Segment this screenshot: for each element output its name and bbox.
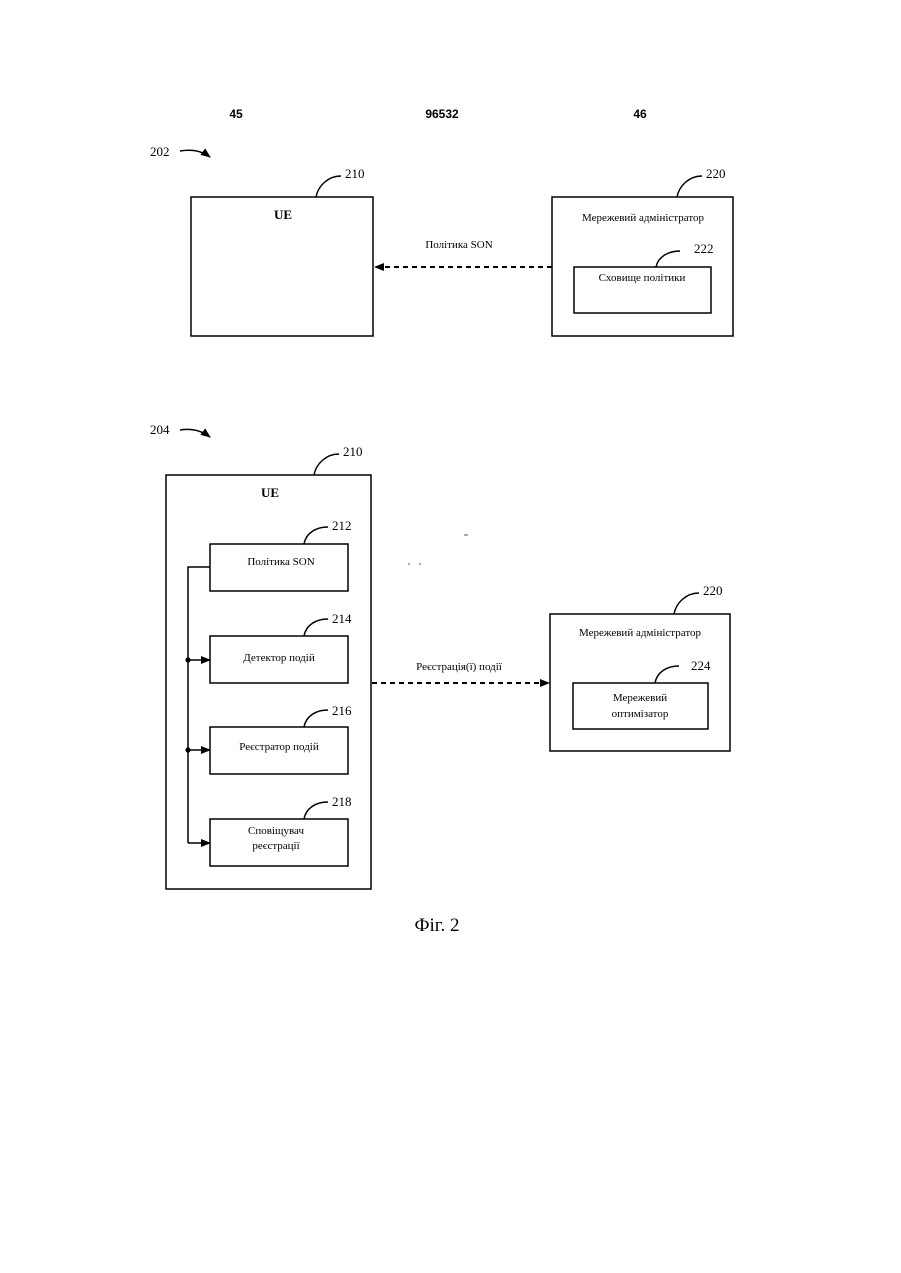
policy-store-ref-leader — [656, 251, 680, 267]
page-header: 45 96532 46 — [229, 107, 647, 121]
log-notifier-ref-leader — [304, 802, 328, 819]
bus-junction-dot — [185, 657, 190, 662]
event-detector-ref-leader — [304, 619, 328, 636]
event-logs-link-label: Реєстрація(ї) події — [416, 661, 503, 673]
bus-trunk — [188, 567, 210, 843]
internal-bus — [185, 567, 210, 843]
network-manager-ref-leader — [677, 176, 702, 197]
event-logger-ref-leader — [304, 710, 328, 727]
network-manager-ref-number: 220 — [703, 583, 723, 598]
ue-title: UE — [274, 207, 292, 222]
network-optimizer-box — [573, 683, 708, 729]
son-policy-ref-number: 212 — [332, 518, 352, 533]
header-page-right: 46 — [633, 107, 647, 121]
son-policy-link-label: Політика SON — [425, 239, 492, 251]
network-optimizer-ref-number: 224 — [691, 658, 711, 673]
ue-ref-leader — [314, 454, 339, 475]
event-detector-ref-number: 214 — [332, 611, 352, 626]
network-manager-ref-leader — [674, 593, 699, 614]
ue-ref-number: 210 — [345, 166, 365, 181]
policy-store-ref-number: 222 — [694, 241, 714, 256]
figure-202-id: 202 — [150, 144, 170, 159]
network-manager-ref-number: 220 — [706, 166, 726, 181]
ue-ref-number: 210 — [343, 444, 363, 459]
bus-junction-dot — [185, 747, 190, 752]
figure-204: 204 UE 210 Політика SON 212 Детектор под… — [150, 422, 730, 889]
event-detector-label: Детектор подій — [243, 652, 315, 664]
log-notifier-label-line1: Сповіщувач — [248, 825, 304, 837]
figure-204-pointer-arrow — [180, 429, 210, 437]
figure-204-id: 204 — [150, 422, 170, 437]
ue-title: UE — [261, 485, 279, 500]
event-logger-ref-number: 216 — [332, 703, 352, 718]
son-policy-ref-leader — [304, 527, 328, 544]
header-patent-number: 96532 — [425, 107, 459, 121]
network-optimizer-label-line2: оптимізатор — [612, 708, 669, 720]
figure-202-pointer-arrow — [180, 150, 210, 157]
network-optimizer-ref-leader — [655, 666, 679, 683]
log-notifier-label-line2: реєстрації — [252, 840, 300, 852]
policy-store-label: Сховище політики — [599, 272, 686, 284]
figure-202: 202 UE 210 Мережевий адміністратор 220 С… — [150, 144, 733, 336]
son-policy-label: Політика SON — [247, 556, 314, 568]
network-manager-title: Мережевий адміністратор — [579, 627, 701, 639]
network-optimizer-label-line1: Мережевий — [613, 692, 667, 704]
network-manager-title: Мережевий адміністратор — [582, 212, 704, 224]
ue-ref-leader — [316, 176, 341, 197]
header-page-left: 45 — [229, 107, 243, 121]
log-notifier-ref-number: 218 — [332, 794, 352, 809]
event-logger-label: Реєстратор подій — [239, 741, 319, 753]
figure-caption: Фіг. 2 — [415, 915, 460, 936]
